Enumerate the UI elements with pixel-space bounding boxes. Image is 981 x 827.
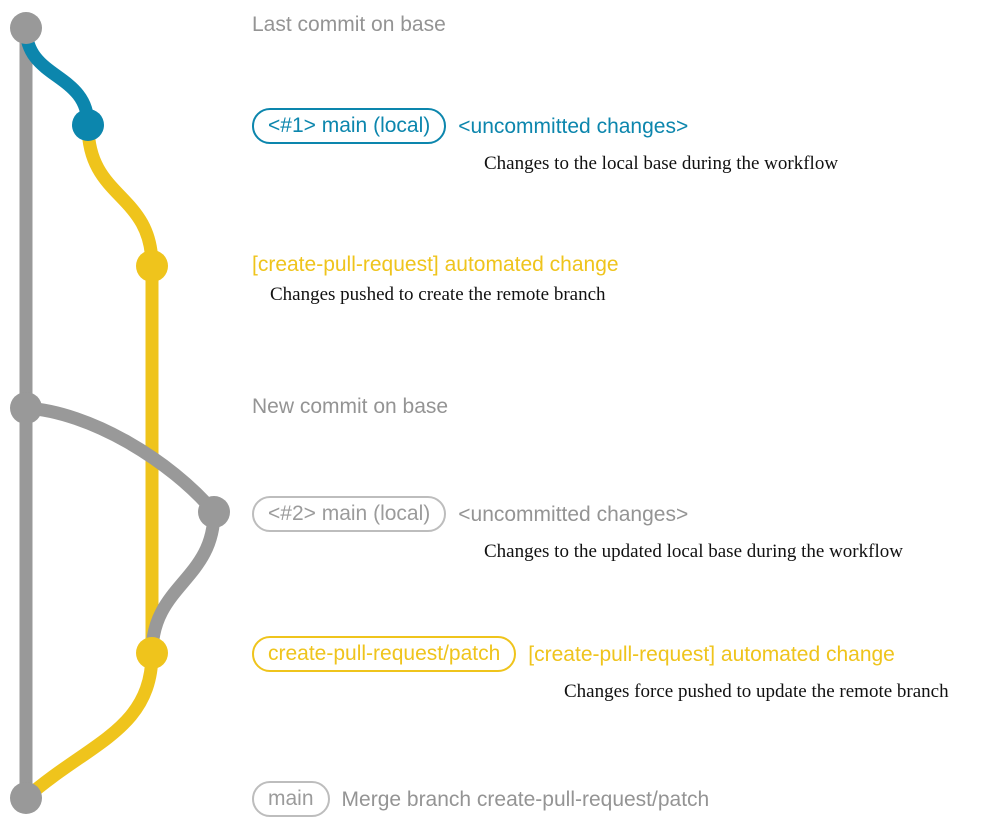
edge-updated-base-n4-n5 <box>19 401 221 519</box>
edge-patch-n6-n7 <box>19 646 159 805</box>
graph-nodes <box>10 12 230 814</box>
commit-subtext: Changes force pushed to update the remot… <box>564 681 949 702</box>
commit-node-last-commit-on-base[interactable] <box>10 12 42 44</box>
row-headline: <#1> main (local) <uncommitted changes> <box>252 108 838 144</box>
edge-patch-n2-n3 <box>81 118 159 273</box>
commit-message: <uncommitted changes> <box>458 502 689 526</box>
row-last-commit-on-base: Last commit on base <box>252 14 446 35</box>
commit-node-merge[interactable] <box>10 782 42 814</box>
row-automated-change-2: create-pull-request/patch [create-pull-r… <box>252 636 949 703</box>
row-headline: Last commit on base <box>252 14 446 35</box>
branch-pill-create-pull-request-patch[interactable]: create-pull-request/patch <box>252 636 517 672</box>
commit-node-automated-change-1[interactable] <box>136 250 168 282</box>
branch-pill-main[interactable]: main <box>252 781 330 817</box>
row-headline: create-pull-request/patch [create-pull-r… <box>252 636 949 672</box>
row-automated-change-1: [create-pull-request] automated change C… <box>252 254 619 306</box>
commit-message: [create-pull-request] automated change <box>528 642 895 666</box>
commit-message: Last commit on base <box>252 13 446 36</box>
row-headline: <#2> main (local) <uncommitted changes> <box>252 496 903 532</box>
branch-pill-local-1[interactable]: <#1> main (local) <box>252 108 447 144</box>
commit-subtext: Changes to the local base during the wor… <box>484 153 839 174</box>
row-headline: main Merge branch create-pull-request/pa… <box>252 781 709 817</box>
commit-subtext: Changes pushed to create the remote bran… <box>270 284 606 305</box>
commit-subtext: Changes to the updated local base during… <box>484 541 903 562</box>
branch-pill-local-2[interactable]: <#2> main (local) <box>252 496 447 532</box>
commit-message: Merge branch create-pull-request/patch <box>341 787 710 811</box>
commit-message: <uncommitted changes> <box>458 114 689 138</box>
row-local-2: <#2> main (local) <uncommitted changes> … <box>252 496 903 563</box>
commit-node-automated-change-2[interactable] <box>136 637 168 669</box>
commit-message: New commit on base <box>252 395 449 418</box>
row-new-commit-on-base: New commit on base <box>252 396 448 417</box>
row-headline: [create-pull-request] automated change <box>252 254 619 275</box>
commit-node-local-1[interactable] <box>72 109 104 141</box>
commit-node-local-2[interactable] <box>198 496 230 528</box>
row-merge: main Merge branch create-pull-request/pa… <box>252 781 709 817</box>
row-headline: New commit on base <box>252 396 448 417</box>
commit-message: [create-pull-request] automated change <box>252 253 619 276</box>
edge-updated-base-n5-n6 <box>145 505 221 660</box>
commit-node-new-commit-on-base[interactable] <box>10 392 42 424</box>
row-local-1: <#1> main (local) <uncommitted changes> … <box>252 108 838 175</box>
